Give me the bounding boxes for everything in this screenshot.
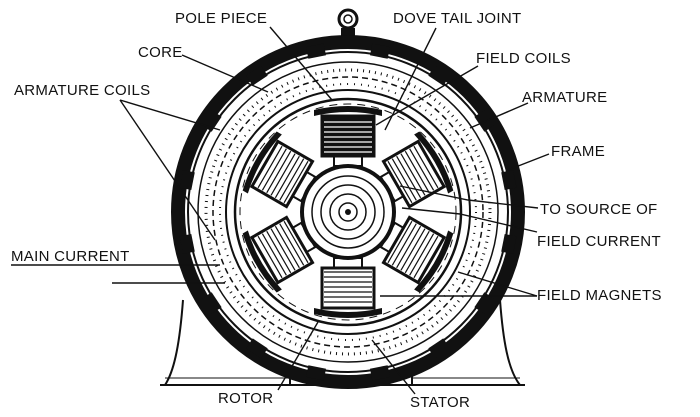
label-field-coils: FIELD COILS (476, 50, 571, 67)
field-magnet-pole (314, 257, 382, 318)
label-stator: STATOR (410, 394, 470, 411)
leader-dove-tail-joint (384, 27, 437, 131)
shaft-hub (300, 164, 396, 260)
frame-notch (428, 338, 450, 359)
leader-to-source-a (399, 185, 539, 209)
frame-notch (369, 43, 390, 59)
frame-notch (179, 170, 195, 191)
frame-notch (246, 65, 268, 86)
leader-lines (11, 26, 550, 395)
label-dove-tail-joint: DOVE TAIL JOINT (393, 10, 521, 27)
label-field-current: FIELD CURRENT (537, 233, 661, 250)
leader-armature (469, 102, 529, 129)
frame-notch (369, 365, 390, 381)
label-armature: ARMATURE (522, 89, 607, 106)
frame-notch (246, 338, 268, 359)
frame-notch (474, 110, 495, 132)
leader-pole-piece (269, 26, 333, 101)
label-pole-piece: POLE PIECE (175, 10, 267, 27)
leader-rotor (277, 321, 319, 391)
armature-slots (179, 43, 517, 381)
leader-field-coils (375, 65, 479, 126)
rotor-ring (233, 97, 463, 327)
leader-armature-coils-a (119, 99, 221, 131)
field-magnet-pole (242, 131, 317, 209)
label-armature-coils: ARMATURE COILS (14, 82, 150, 99)
leader-frame (507, 153, 550, 171)
frame-notch (179, 233, 195, 254)
frame-notch (306, 365, 327, 381)
frame-notch (501, 233, 517, 254)
leader-core (181, 54, 269, 93)
leader-field-magnets-a (457, 271, 538, 297)
label-to-source-of: TO SOURCE OF (540, 201, 658, 218)
leader-to-source-b (401, 207, 538, 233)
stator-core (197, 61, 499, 363)
armature-coils (204, 68, 492, 356)
leader-stator (371, 339, 416, 395)
frame-notch (474, 292, 495, 314)
frame-notch (201, 292, 222, 314)
field-magnets (242, 106, 454, 318)
frame-notch (306, 43, 327, 59)
label-core: CORE (138, 44, 183, 61)
frame-notch (428, 65, 450, 86)
leader-armature-coils-b (119, 99, 216, 241)
label-frame: FRAME (551, 143, 605, 160)
label-main-current: MAIN CURRENT (11, 248, 130, 265)
label-rotor: ROTOR (218, 390, 273, 407)
frame-notch (501, 170, 517, 191)
field-magnet-pole (314, 106, 382, 167)
label-field-magnets: FIELD MAGNETS (537, 287, 662, 304)
frame-ring (171, 35, 525, 389)
